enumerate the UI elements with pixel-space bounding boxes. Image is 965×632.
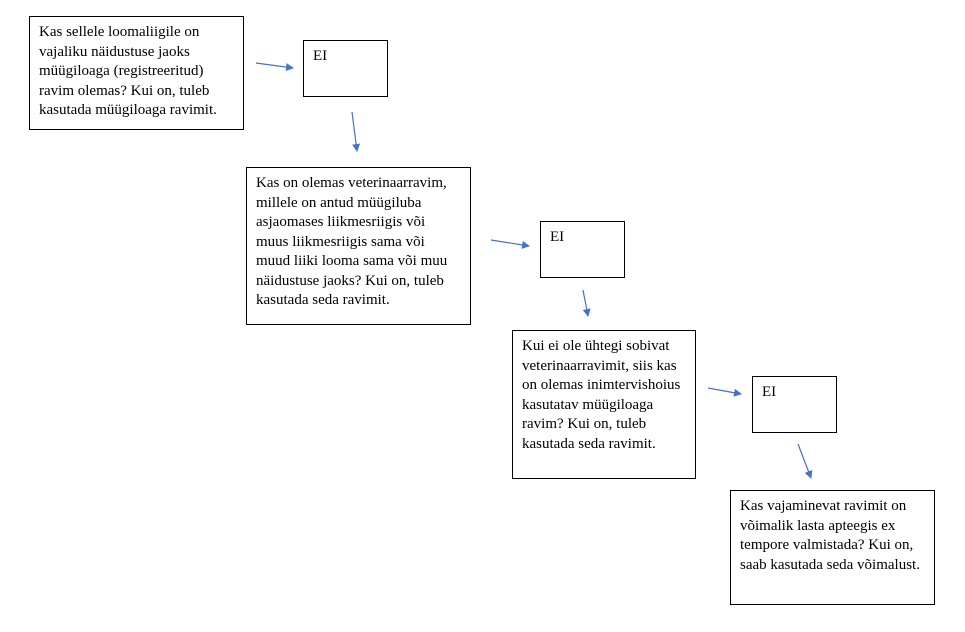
- question-1-box: Kas sellele loomaliigile on vajaliku näi…: [29, 16, 244, 130]
- arrow-ei3-to-q4: [797, 443, 813, 479]
- question-3-text: Kui ei ole ühtegi sobivat veterinaarravi…: [522, 338, 681, 452]
- answer-1-label: EI: [313, 48, 328, 64]
- answer-2-box: EI: [540, 221, 625, 278]
- arrow-ei1-to-q2: [351, 111, 361, 152]
- arrow-q3-to-ei3: [707, 387, 742, 397]
- question-2-box: Kas on olemas veterinaarravim, millele o…: [246, 167, 471, 325]
- question-3-box: Kui ei ole ühtegi sobivat veterinaarravi…: [512, 330, 696, 479]
- question-4-text: Kas vajaminevat ravimit on võimalik last…: [740, 498, 920, 573]
- question-2-text: Kas on olemas veterinaarravim, millele o…: [256, 175, 448, 308]
- arrow-ei2-to-q3: [582, 289, 591, 317]
- answer-3-label: EI: [762, 384, 777, 400]
- question-4-box: Kas vajaminevat ravimit on võimalik last…: [730, 490, 935, 605]
- answer-2-label: EI: [550, 229, 565, 245]
- arrow-q2-to-ei2: [490, 239, 530, 249]
- answer-3-box: EI: [752, 376, 837, 433]
- arrow-q1-to-ei1: [255, 62, 294, 72]
- answer-1-box: EI: [303, 40, 388, 97]
- question-1-text: Kas sellele loomaliigile on vajaliku näi…: [39, 24, 217, 118]
